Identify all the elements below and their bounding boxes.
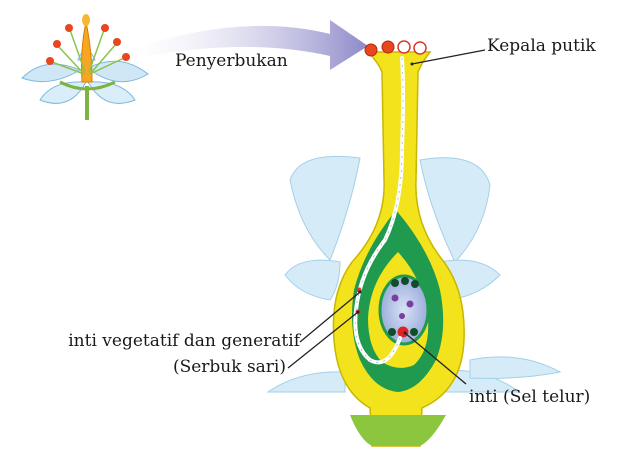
egg-cell	[398, 327, 409, 338]
flower-illustration	[22, 14, 148, 120]
label-egg-nucleus: inti (Sel telur)	[469, 387, 590, 407]
label-nuclei-line1: inti vegetatif dan generatif	[14, 331, 300, 351]
stalk	[350, 415, 446, 446]
label-pollination: Penyerbukan	[175, 51, 288, 71]
label-nuclei-line2: (Serbuk sari)	[100, 357, 286, 377]
label-stigma: Kepala putik	[487, 36, 596, 56]
